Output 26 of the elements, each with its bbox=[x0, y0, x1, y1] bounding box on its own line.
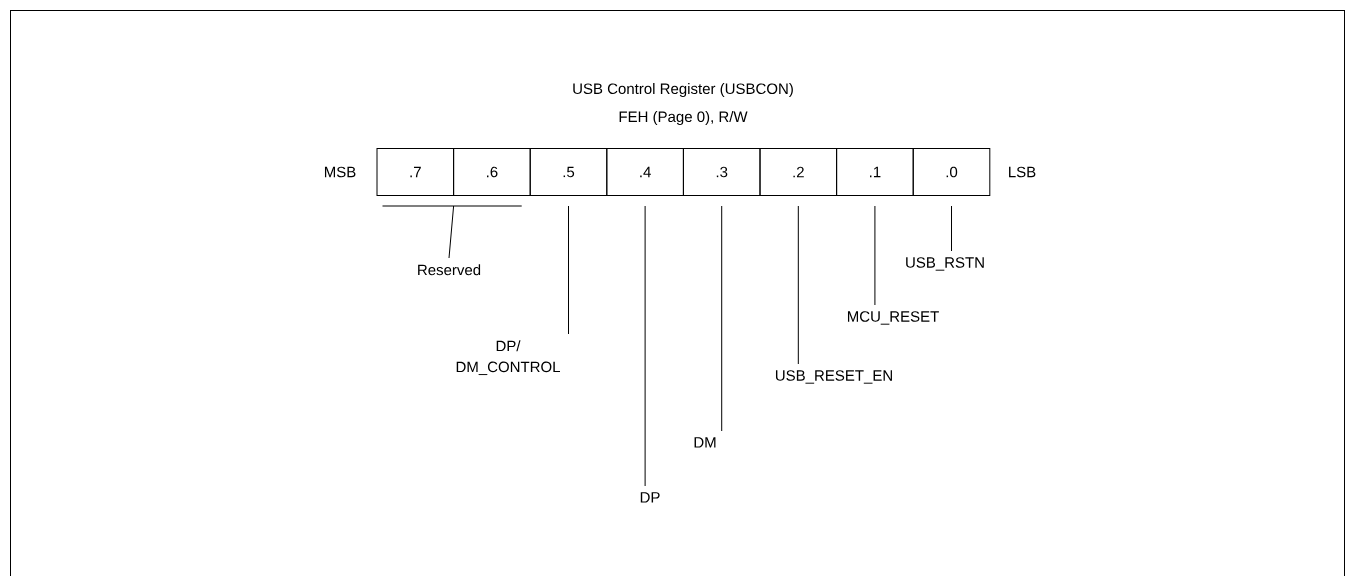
leader-line bbox=[382, 205, 523, 259]
field-name: Reserved bbox=[418, 264, 481, 276]
bit-cell: .5 bbox=[529, 148, 608, 196]
leader-line bbox=[797, 205, 799, 365]
label-text: LSB bbox=[1009, 166, 1036, 178]
label-text: MSB bbox=[324, 166, 356, 178]
field-name: DP bbox=[640, 492, 660, 503]
leader-line bbox=[644, 205, 646, 487]
label-text: FEH (Page 0), R/W bbox=[619, 111, 748, 125]
bit-cell: .7 bbox=[376, 148, 455, 196]
register-title: USB Control Register (USBCON) bbox=[573, 83, 793, 97]
bit-cell: .3 bbox=[682, 148, 761, 196]
field-name: DP/ DM_CONTROL bbox=[456, 340, 560, 376]
field-name: DM bbox=[694, 437, 716, 448]
field-name: USB_RSTN bbox=[906, 257, 984, 271]
leader-line bbox=[874, 205, 876, 306]
leader-line bbox=[721, 205, 723, 432]
bit-cell: .0 bbox=[912, 148, 991, 196]
leader-line bbox=[951, 205, 952, 252]
field-name: MCU_RESET bbox=[848, 311, 939, 325]
field-name: USB_RESET_EN bbox=[776, 370, 892, 384]
bit-cell: .4 bbox=[606, 148, 684, 196]
bit-cell: .6 bbox=[453, 148, 531, 196]
bit-cell: .2 bbox=[759, 148, 838, 196]
leader-line bbox=[568, 205, 569, 335]
bit-cell: .1 bbox=[836, 148, 914, 196]
